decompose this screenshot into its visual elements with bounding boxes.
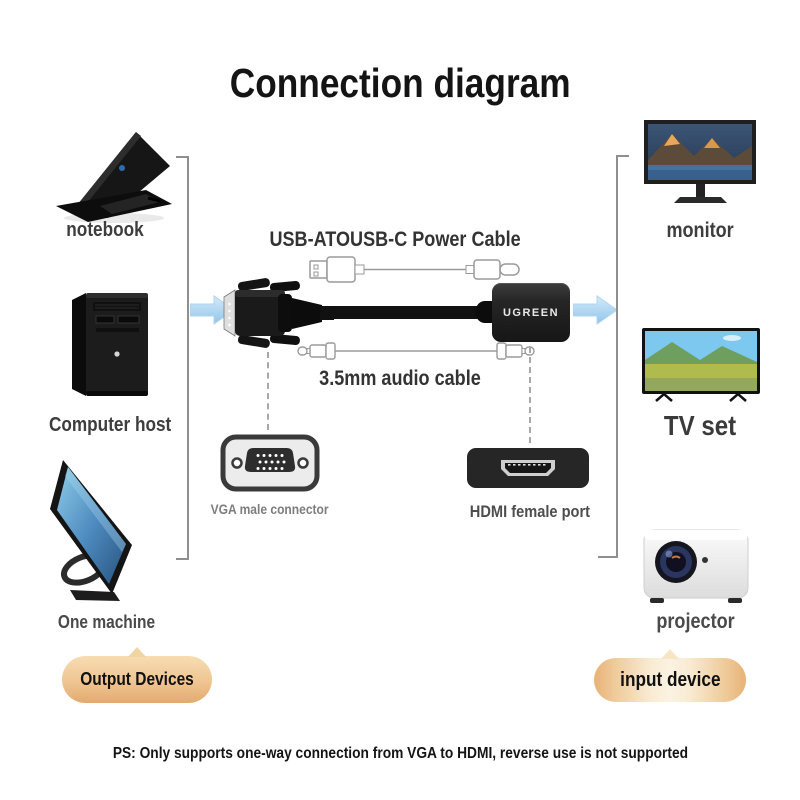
notebook-image — [56, 132, 172, 223]
hdmi-adapter-body: UGREEN — [492, 283, 570, 342]
vga-connector-icon — [220, 434, 320, 492]
tv-set-label: TV set — [663, 410, 737, 441]
monitor-label: monitor — [666, 219, 734, 242]
input-group-bracket — [616, 155, 629, 558]
one-machine-image — [50, 460, 132, 601]
computer-host-image — [72, 293, 148, 396]
audio-cable-image — [297, 342, 535, 360]
footnote: PS: Only supports one-way connection fro… — [112, 745, 688, 762]
input-device-badge: input device — [594, 649, 746, 702]
output-devices-badge: Output Devices — [62, 647, 212, 703]
computer-host-label: Computer host — [48, 414, 172, 436]
hdmi-port-icon — [467, 448, 589, 488]
dashed-connector-line — [529, 347, 531, 443]
vga-connector-label: VGA male connector — [211, 501, 329, 517]
brand-logo: UGREEN — [502, 306, 560, 319]
power-cable-label: USB-ATOUSB-C Power Cable — [269, 228, 521, 251]
page-title: Connection diagram — [229, 60, 571, 106]
one-machine-label: One machine — [58, 612, 156, 632]
output-group-bracket — [176, 156, 189, 560]
monitor-image — [644, 120, 756, 203]
badge-pointer-icon — [128, 647, 146, 657]
projector-label: projector — [656, 610, 736, 633]
badge-pointer-icon — [661, 649, 679, 659]
vga-plug-image — [223, 278, 334, 348]
tv-set-image — [642, 328, 760, 402]
notebook-label: notebook — [66, 219, 144, 241]
usb-power-cable-image — [309, 256, 520, 283]
hdmi-port-label: HDMI female port — [469, 502, 591, 521]
cable-line — [328, 306, 494, 319]
arrow-right-icon — [573, 295, 618, 325]
dashed-connector-line — [267, 352, 269, 430]
projector-image — [643, 529, 749, 603]
audio-cable-label: 3.5mm audio cable — [319, 367, 481, 390]
input-group-bracket-foot — [598, 556, 617, 558]
